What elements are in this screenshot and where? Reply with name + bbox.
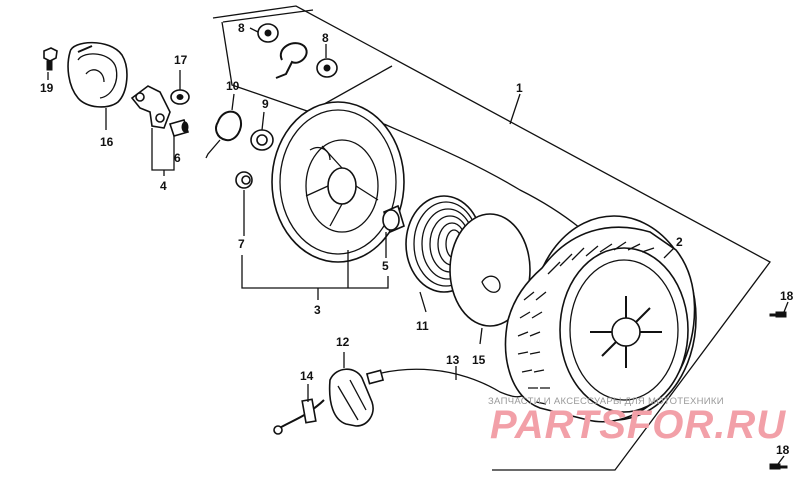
callout-3: 3 <box>314 303 321 317</box>
callout-18-lower: 18 <box>776 443 790 457</box>
callout-4: 4 <box>160 179 167 193</box>
callout-13: 13 <box>446 353 460 367</box>
collar-part-17 <box>170 89 190 105</box>
knot-part-14 <box>273 398 325 435</box>
callout-17: 17 <box>174 53 188 67</box>
watermark: ЗАПЧАСТИ И АКСЕССУАРЫ ДЛЯ МОТОТЕХНИКИ PA… <box>488 396 786 447</box>
bushing-part-5 <box>382 204 405 234</box>
rope-line <box>383 123 581 229</box>
washer-part-8-right <box>316 58 338 78</box>
watermark-tagline: ЗАПЧАСТИ И АКСЕССУАРЫ ДЛЯ МОТОТЕХНИКИ <box>488 396 724 407</box>
callout-labels: 1 2 3 4 5 6 7 8 8 9 10 11 12 13 14 15 16… <box>40 21 794 457</box>
plate-part-15 <box>449 213 531 327</box>
callout-2: 2 <box>676 235 683 249</box>
ratchet-part-4 <box>130 85 171 129</box>
rope-part-13 <box>369 368 523 398</box>
callout-12: 12 <box>336 335 350 349</box>
assembly-boundary <box>212 5 771 471</box>
bolt-part-18-upper <box>769 311 787 318</box>
reel-part-3 <box>271 101 405 263</box>
callout-1: 1 <box>516 81 523 95</box>
callout-8-right: 8 <box>322 31 329 45</box>
callout-16: 16 <box>100 135 114 149</box>
callout-15: 15 <box>472 353 486 367</box>
washer-part-9 <box>250 129 274 151</box>
watermark-brand: PARTSFOR.RU <box>490 403 786 447</box>
callout-8-left: 8 <box>238 21 245 35</box>
callout-18-upper: 18 <box>780 289 794 303</box>
washer-part-8-left <box>257 23 279 43</box>
housing-part-2 <box>504 215 697 423</box>
callout-14: 14 <box>300 369 314 383</box>
spring-part-10 <box>205 110 242 159</box>
handle-part-12 <box>328 368 385 427</box>
bush-part-7 <box>235 171 253 189</box>
spring-wire-in-kit <box>275 42 308 79</box>
cover-part-16 <box>67 41 128 108</box>
callout-5: 5 <box>382 259 389 273</box>
callout-19: 19 <box>40 81 54 95</box>
callout-7: 7 <box>238 237 245 251</box>
callout-11: 11 <box>416 319 429 333</box>
bolt-part-18-lower <box>769 463 788 470</box>
callout-10: 10 <box>226 79 240 93</box>
bolt-part-19 <box>43 47 58 71</box>
leader-lines <box>47 27 789 465</box>
pin-part-6 <box>168 119 190 137</box>
callout-6: 6 <box>174 151 181 165</box>
callout-9: 9 <box>262 97 269 111</box>
